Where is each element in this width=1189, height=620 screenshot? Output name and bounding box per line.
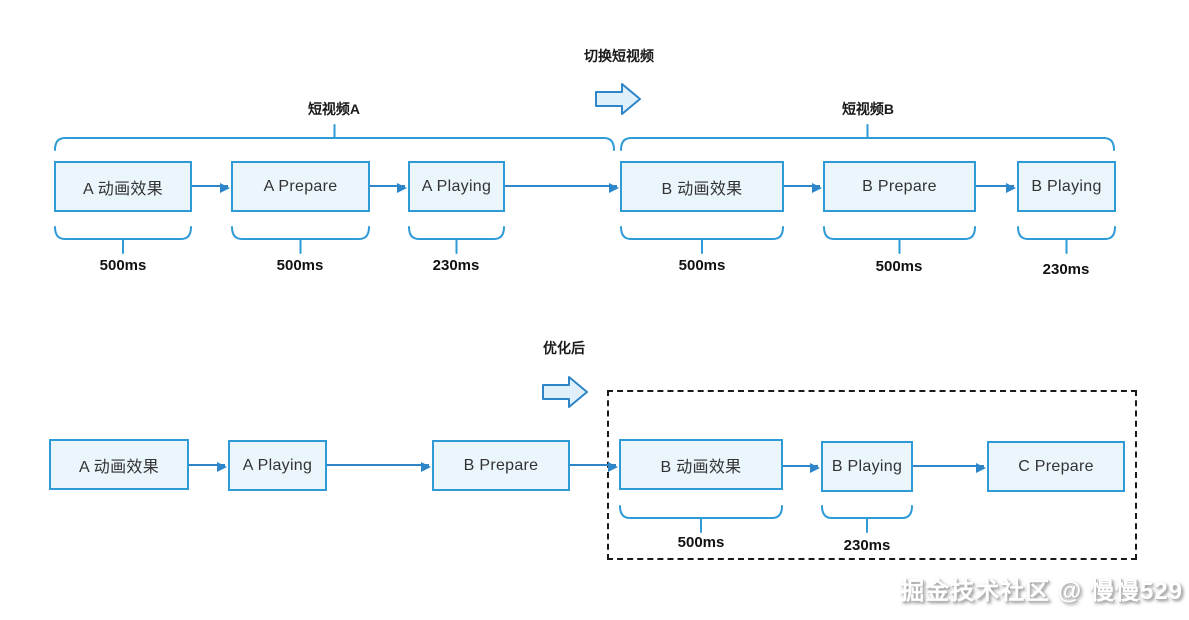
node-a-prepare: A Prepare [231, 161, 370, 212]
node2-a-playing: A Playing [228, 440, 327, 491]
duration-label: 500ms [677, 534, 725, 551]
node2-a-animation: A 动画效果 [49, 439, 189, 490]
duration-brace [54, 226, 192, 254]
duration-label: 230ms [843, 537, 891, 554]
group-label-video-b: 短视频B [841, 101, 895, 117]
flow-arrow [913, 463, 986, 473]
group-brace-video-a [54, 124, 615, 151]
flow-arrow [505, 183, 619, 193]
flow-arrow [192, 183, 230, 193]
duration-brace [823, 226, 976, 254]
duration-brace [821, 505, 913, 533]
flow-arrow [570, 462, 618, 472]
node-a-playing: A Playing [408, 161, 505, 212]
node-b-playing: B Playing [1017, 161, 1116, 212]
flow-arrow [327, 462, 431, 472]
duration-brace [1017, 226, 1116, 254]
flow-arrow [784, 183, 822, 193]
flow-arrow [783, 463, 820, 473]
flow-arrow [976, 183, 1016, 193]
optimized-region-box [607, 390, 1137, 560]
duration-label: 230ms [1042, 261, 1090, 278]
flow-arrow [189, 462, 227, 472]
duration-brace [231, 226, 370, 254]
duration-brace [619, 505, 783, 533]
node2-c-prepare: C Prepare [987, 441, 1125, 492]
node2-b-prepare: B Prepare [432, 440, 570, 491]
duration-label: 500ms [99, 257, 147, 274]
group-label-video-a: 短视频A [307, 101, 361, 117]
duration-brace [620, 226, 784, 254]
duration-label: 500ms [276, 257, 324, 274]
section2-title: 优化后 [543, 340, 585, 356]
watermark-text: 掘金技术社区 @ 慢慢529 [900, 578, 1183, 605]
group-brace-video-b [620, 124, 1115, 151]
node-a-animation: A 动画效果 [54, 161, 192, 212]
node2-b-playing: B Playing [821, 441, 913, 492]
node-b-prepare: B Prepare [823, 161, 976, 212]
big-right-arrow-icon [595, 83, 641, 115]
node-b-animation: B 动画效果 [620, 161, 784, 212]
flow-arrow [370, 183, 407, 193]
duration-label: 500ms [875, 258, 923, 275]
node2-b-animation: B 动画效果 [619, 439, 783, 490]
duration-brace [408, 226, 505, 254]
section1-title: 切换短视频 [584, 48, 654, 64]
duration-label: 500ms [678, 257, 726, 274]
big-right-arrow-icon [542, 376, 588, 408]
duration-label: 230ms [432, 257, 480, 274]
